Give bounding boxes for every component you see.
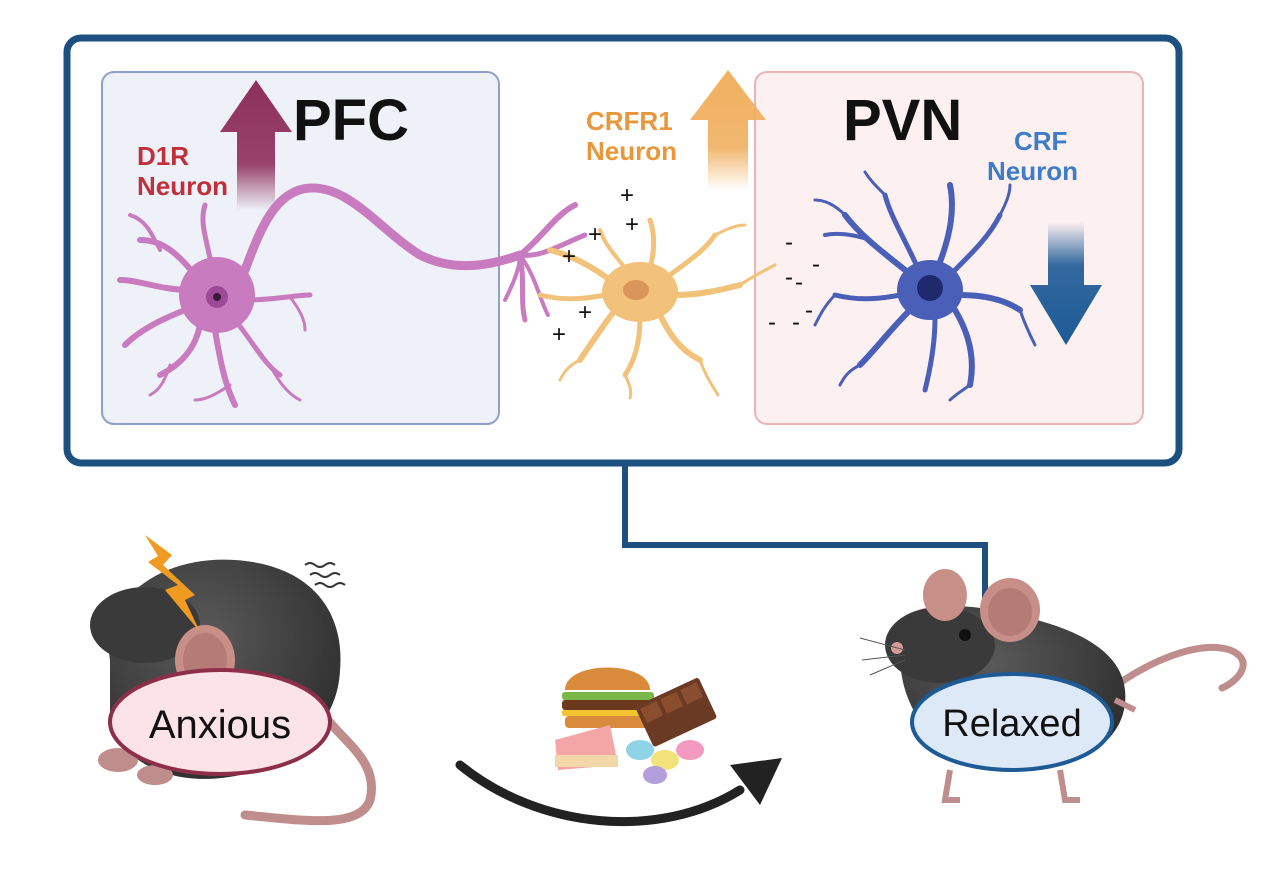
svg-text:-: - — [812, 251, 820, 278]
relaxed-label: Relaxed — [942, 703, 1081, 745]
svg-text:+: + — [625, 211, 639, 238]
d1r-label-line2: Neuron — [137, 171, 228, 201]
crfr1-up-arrow — [690, 70, 766, 190]
crfr1-label-line1: CRFR1 — [586, 106, 673, 136]
inhibitory-signs: - - - - - - - — [768, 229, 820, 336]
svg-text:+: + — [562, 243, 576, 270]
pfc-region-box — [101, 71, 500, 425]
transition-arrow-head — [730, 758, 782, 805]
svg-text:+: + — [578, 299, 592, 326]
relaxed-badge — [910, 672, 1114, 772]
svg-text:-: - — [795, 269, 803, 296]
svg-text:-: - — [792, 309, 800, 336]
crfr1-label-line2: Neuron — [586, 136, 677, 166]
pfc-up-arrow — [220, 80, 292, 210]
d1r-nucleolus — [213, 293, 221, 301]
excitatory-signs: + + + + + + — [552, 182, 639, 348]
tremble-lines-icon — [304, 562, 346, 588]
svg-text:-: - — [785, 229, 793, 256]
junk-food-icon — [555, 667, 717, 784]
pvn-title: PVN — [843, 88, 962, 153]
crfr1-neuron — [537, 217, 777, 400]
pvn-region-box — [754, 71, 1144, 425]
lightning-bolt-icon — [145, 535, 200, 632]
crf-neuron — [813, 170, 1037, 402]
crf-label-line1: CRF — [1014, 126, 1067, 156]
crf-label-line2: Neuron — [987, 156, 1078, 186]
pvn-down-arrow — [1030, 222, 1102, 345]
anxious-badge — [108, 668, 332, 776]
svg-text:-: - — [768, 309, 776, 336]
pfc-title: PFC — [293, 88, 409, 153]
svg-text:+: + — [552, 321, 566, 348]
anxious-label: Anxious — [149, 703, 291, 747]
svg-text:+: + — [620, 182, 634, 209]
d1r-label-line1: D1R — [137, 141, 189, 171]
transition-arrow-curve — [455, 760, 745, 827]
crfr1-nucleus — [623, 280, 649, 300]
crf-nucleus — [917, 275, 943, 301]
connector-line — [622, 463, 988, 625]
svg-text:+: + — [588, 221, 602, 248]
svg-text:-: - — [785, 264, 793, 291]
svg-text:-: - — [805, 297, 813, 324]
d1r-neuron — [117, 183, 588, 408]
